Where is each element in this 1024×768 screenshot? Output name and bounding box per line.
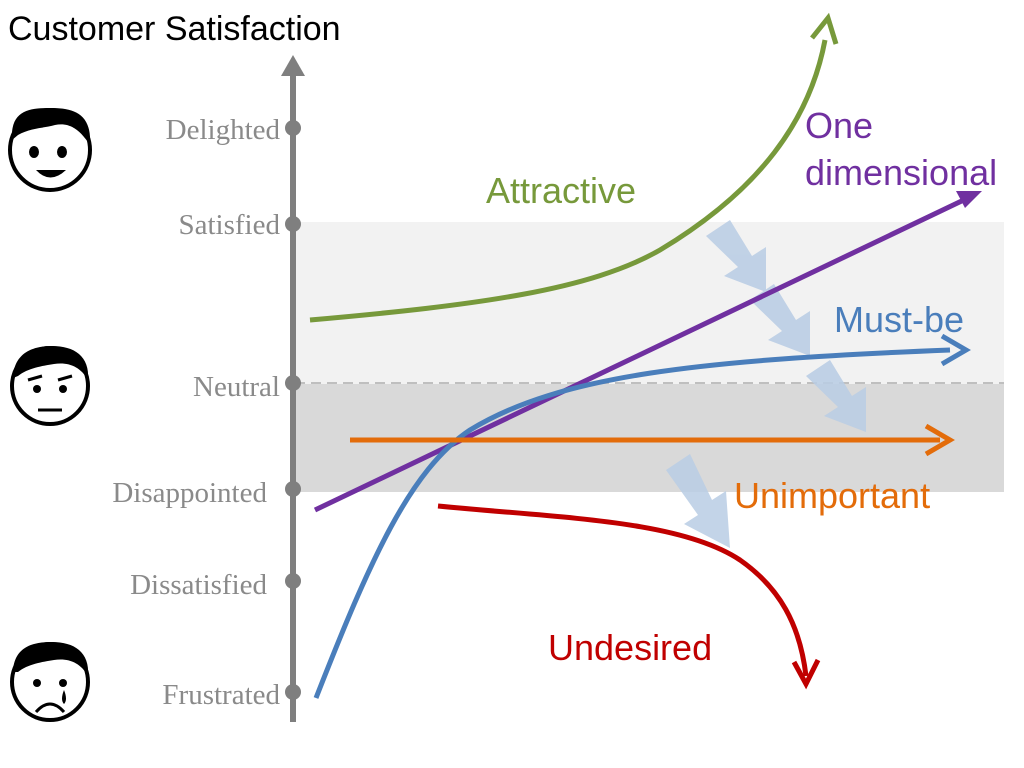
unimportant-arrowhead-icon [924, 423, 955, 457]
level-label-neutral: Neutral [193, 371, 280, 403]
worried-face-icon [10, 346, 90, 426]
shift-arrow-2 [750, 284, 810, 356]
level-dot-disappointed [285, 481, 301, 497]
one-dimensional-line [313, 194, 972, 513]
satisfied-band [295, 222, 1004, 384]
shift-arrow-3 [806, 360, 866, 432]
undesired-label: Undesired [548, 627, 712, 668]
level-dot-frustrated [285, 684, 301, 700]
must-be-arrowhead-icon [940, 333, 971, 367]
sad-face-icon [10, 642, 90, 722]
level-label-frustrated: Frustrated [162, 679, 280, 711]
unimportant-label: Unimportant [734, 475, 930, 516]
level-label-disappointed: Disappointed [112, 477, 267, 509]
must-be-curve [313, 347, 951, 699]
one-dimensional-label-line1: One [805, 105, 873, 146]
one-dimensional-arrowhead-icon [956, 191, 982, 208]
level-dot-satisfied [285, 216, 301, 232]
attractive-label: Attractive [486, 170, 636, 211]
level-dot-dissatisfied [285, 573, 301, 589]
level-label-delighted: Delighted [166, 114, 281, 146]
attractive-arrowhead-icon [810, 12, 839, 45]
level-dot-delighted [285, 120, 301, 136]
level-label-satisfied: Satisfied [179, 209, 281, 241]
level-label-dissatisfied: Dissatisfied [130, 569, 267, 601]
must-be-label: Must-be [834, 299, 964, 340]
undesired-arrowhead-icon [791, 658, 821, 690]
diagram-title: Customer Satisfaction [8, 10, 341, 48]
shift-arrow-1 [706, 220, 766, 292]
level-dot-neutral [285, 375, 301, 391]
happy-face-icon [8, 108, 92, 192]
attractive-curve [309, 39, 828, 323]
one-dimensional-label-line2: dimensional [805, 152, 997, 193]
shift-arrow-4 [666, 454, 730, 548]
axis-arrowhead-icon [281, 55, 305, 76]
shift-arrows [666, 220, 866, 548]
undesired-curve [437, 503, 809, 677]
